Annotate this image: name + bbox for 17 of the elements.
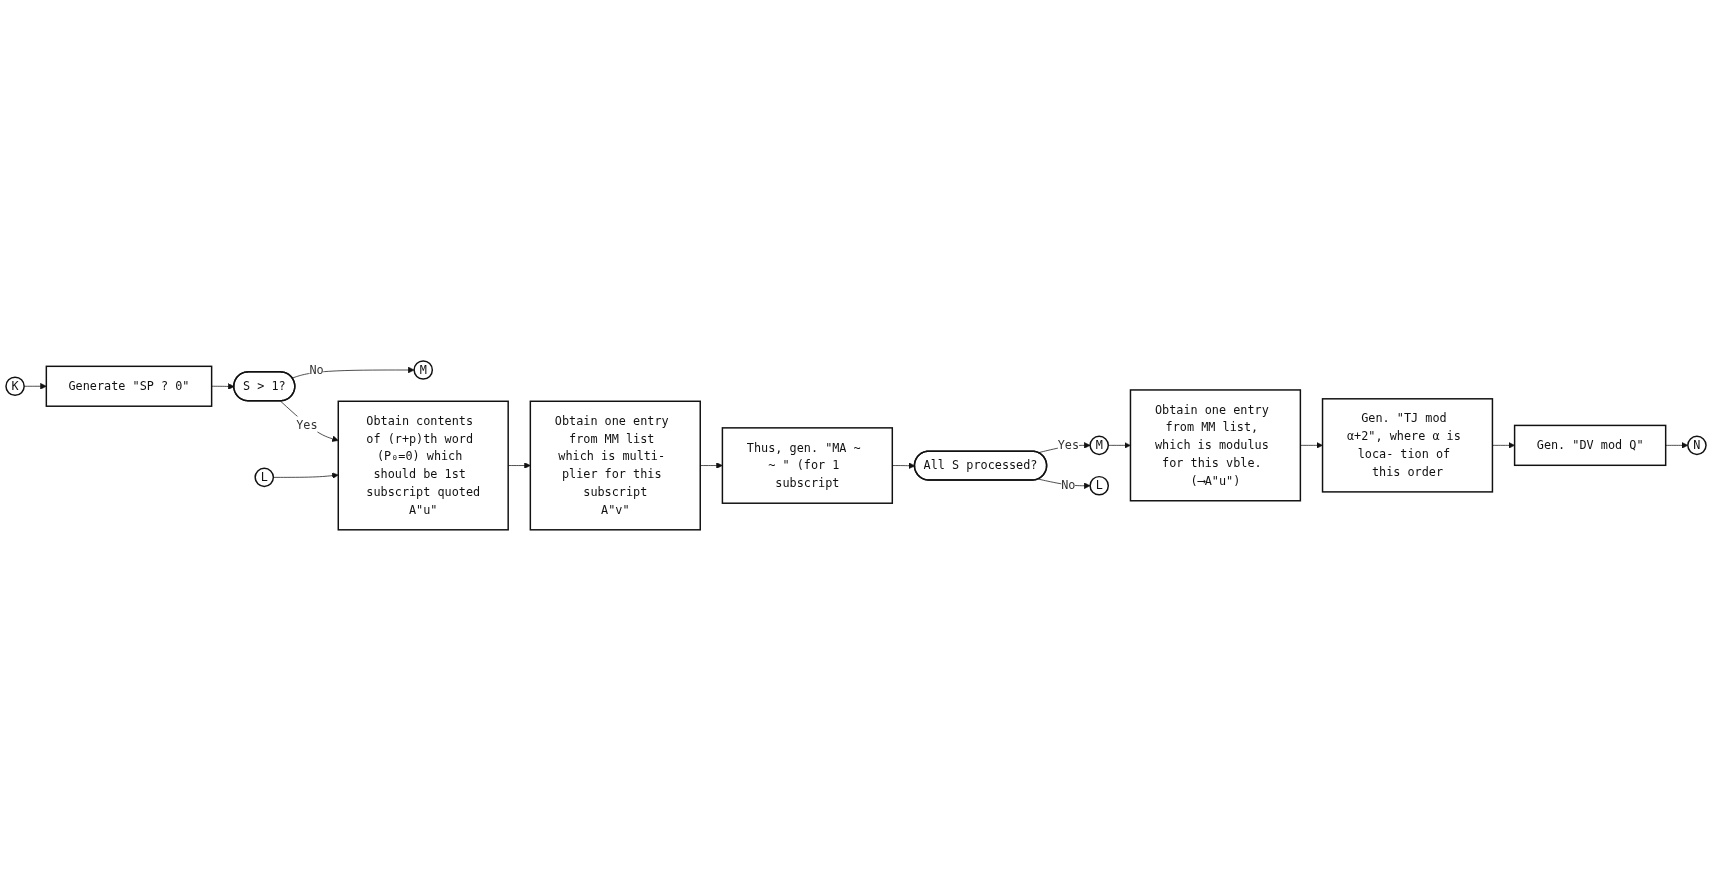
node-circle: N: [1687, 435, 1707, 456]
node-box: Gen. "TJ mod α+2", where α is loca- tion of this order: [1321, 398, 1494, 493]
node-box: Obtain one entry from MM list which is multi- plier for this subscript A"v": [529, 400, 701, 531]
edge-label: Yes: [1057, 438, 1080, 453]
node-box: Generate "SP ? 0": [45, 365, 213, 408]
node-box: Thus, gen. "MA ~ ~ " (for 1 subscript: [721, 427, 894, 505]
node-circle: M: [1089, 435, 1110, 456]
node-box: Gen. "DV mod Q": [1513, 424, 1667, 467]
edge-label: No: [1061, 478, 1076, 493]
node-box: Obtain contents of (r+p)th word (P₀=0) which should be 1st subscript quoted A"u": [337, 400, 509, 531]
node-circle: M: [413, 360, 434, 380]
node-circle: K: [5, 376, 25, 397]
edge-label: Yes: [296, 417, 318, 432]
node-box: Obtain one entry from MM list, which is modulus for this vble. (⟶A"u"): [1129, 389, 1302, 502]
node-circle: L: [1089, 476, 1110, 496]
edge-label: No: [309, 362, 324, 377]
node-circle: L: [254, 467, 275, 488]
